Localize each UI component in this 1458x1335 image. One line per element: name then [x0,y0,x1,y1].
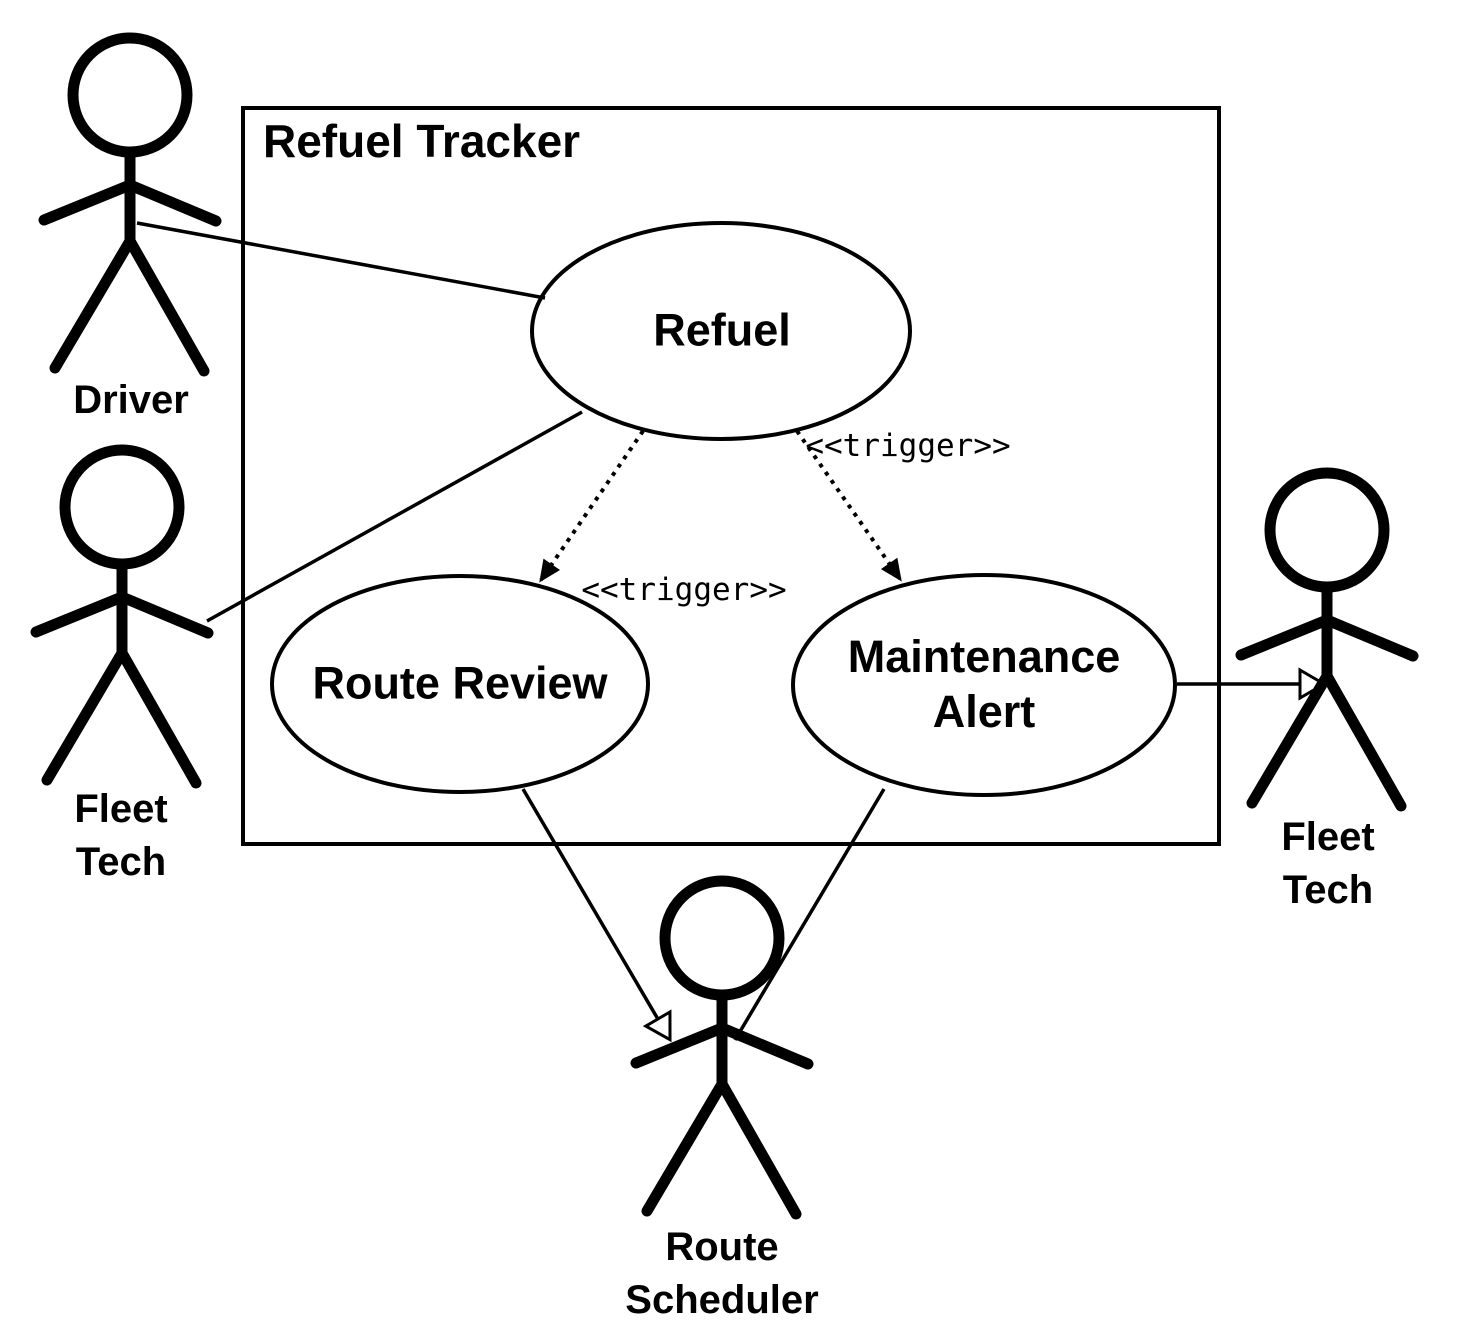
use-case-maintenance-alert-ellipse [791,573,1177,797]
system-boundary-box [241,106,1221,846]
actor-fleet-tech-left-label: Fleet Tech [74,787,168,884]
association-route-review-route-scheduler [521,788,672,1043]
use-case-route-review-label: Route Review [312,657,608,709]
actor-route-scheduler-figure [636,881,808,1214]
actor-driver-figure [44,38,216,371]
dependency-refuel-maintenance-alert [795,429,902,582]
actor-route-scheduler-label: Route Scheduler [625,1225,819,1322]
actor-fleet-tech-left-figure [36,450,208,783]
association-driver-refuel [136,221,546,300]
dependency-refuel-route-review [539,429,645,583]
association-maintenance-alert-route-scheduler [733,788,886,1041]
actor-fleet-tech-right-label: Fleet Tech [1281,815,1375,912]
system-title: Refuel Tracker [263,115,581,167]
association-fleet-tech-left-refuel [206,410,583,623]
actor-fleet-tech-right-figure [1241,473,1413,806]
use-case-maintenance-alert-label: Maintenance Alert [847,631,1121,737]
use-case-refuel-label: Refuel [653,304,791,356]
actor-driver-label: Driver [73,378,189,422]
stereotype-trigger-maintenance-alert: <<trigger>> [805,428,1011,464]
use-case-refuel-ellipse [530,221,912,441]
stereotype-trigger-route-review: <<trigger>> [581,572,787,608]
use-case-route-review-ellipse [270,574,650,794]
